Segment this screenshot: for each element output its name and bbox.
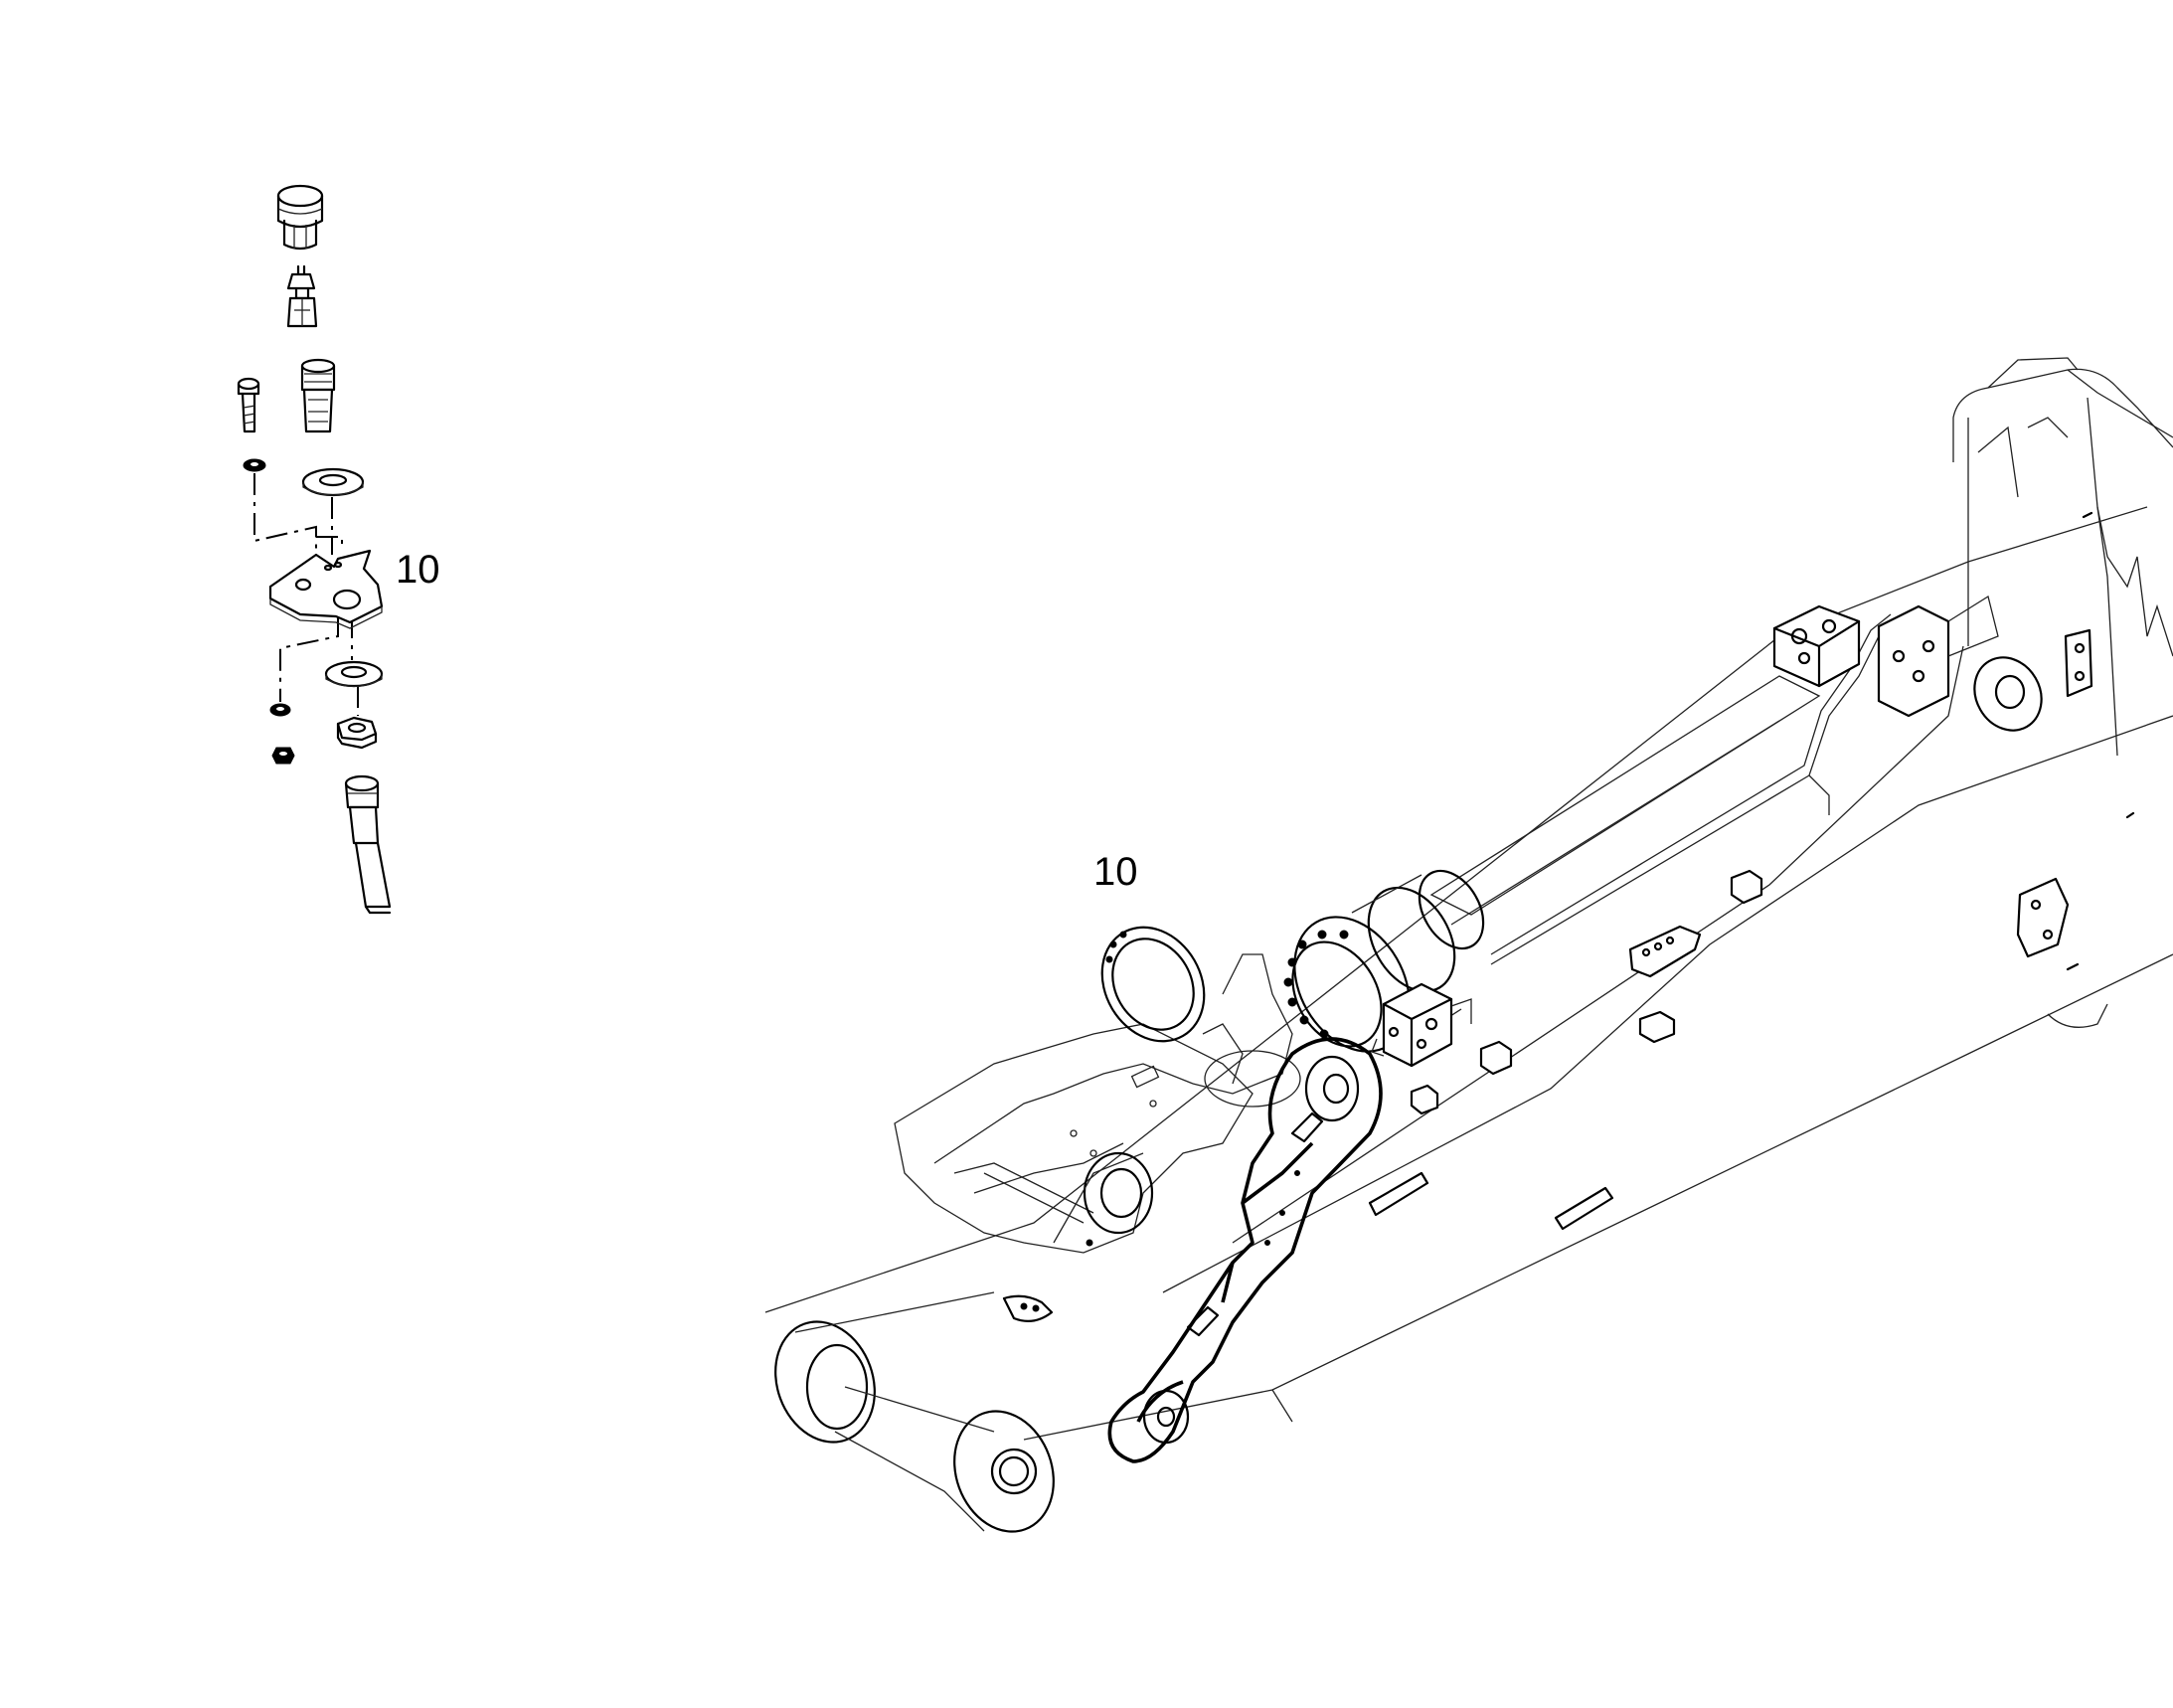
head-manifold bbox=[1772, 595, 1999, 718]
threaded-adapter bbox=[286, 264, 318, 328]
jam-nut bbox=[336, 716, 378, 750]
lock-washer-lower bbox=[269, 703, 291, 717]
exploded-hardware-view bbox=[237, 184, 392, 915]
cylinder-bolt-circle bbox=[1283, 930, 1349, 1039]
assembly-guide-lines bbox=[253, 473, 359, 716]
link-arm-highlighted bbox=[1107, 1037, 1383, 1463]
rear-pivot-eye bbox=[1973, 628, 2093, 732]
hose-end bbox=[344, 774, 392, 915]
front-lower-linkage bbox=[774, 1151, 1154, 1533]
lock-washer-upper bbox=[243, 458, 266, 472]
lower-washer bbox=[324, 660, 384, 688]
bolt bbox=[237, 377, 260, 433]
boom-lugs bbox=[1002, 511, 2135, 1323]
front-pivot-hub bbox=[1100, 926, 1301, 1108]
boom-assembly-view bbox=[764, 357, 2173, 1533]
cap-nut bbox=[276, 184, 324, 251]
callout-label-exploded-view: 10 bbox=[396, 548, 440, 592]
hose-fitting bbox=[300, 358, 336, 433]
rear-housing bbox=[1952, 357, 2173, 757]
mounting-bracket bbox=[268, 549, 384, 629]
front-frame bbox=[894, 1023, 1254, 1254]
hydraulic-cylinder bbox=[1283, 675, 1821, 1055]
small-nut bbox=[271, 747, 295, 765]
callout-label-boom-view: 10 bbox=[1093, 850, 1138, 894]
upper-washer bbox=[301, 467, 365, 497]
boom-body bbox=[764, 506, 2173, 1441]
valve-block bbox=[1371, 982, 1472, 1068]
